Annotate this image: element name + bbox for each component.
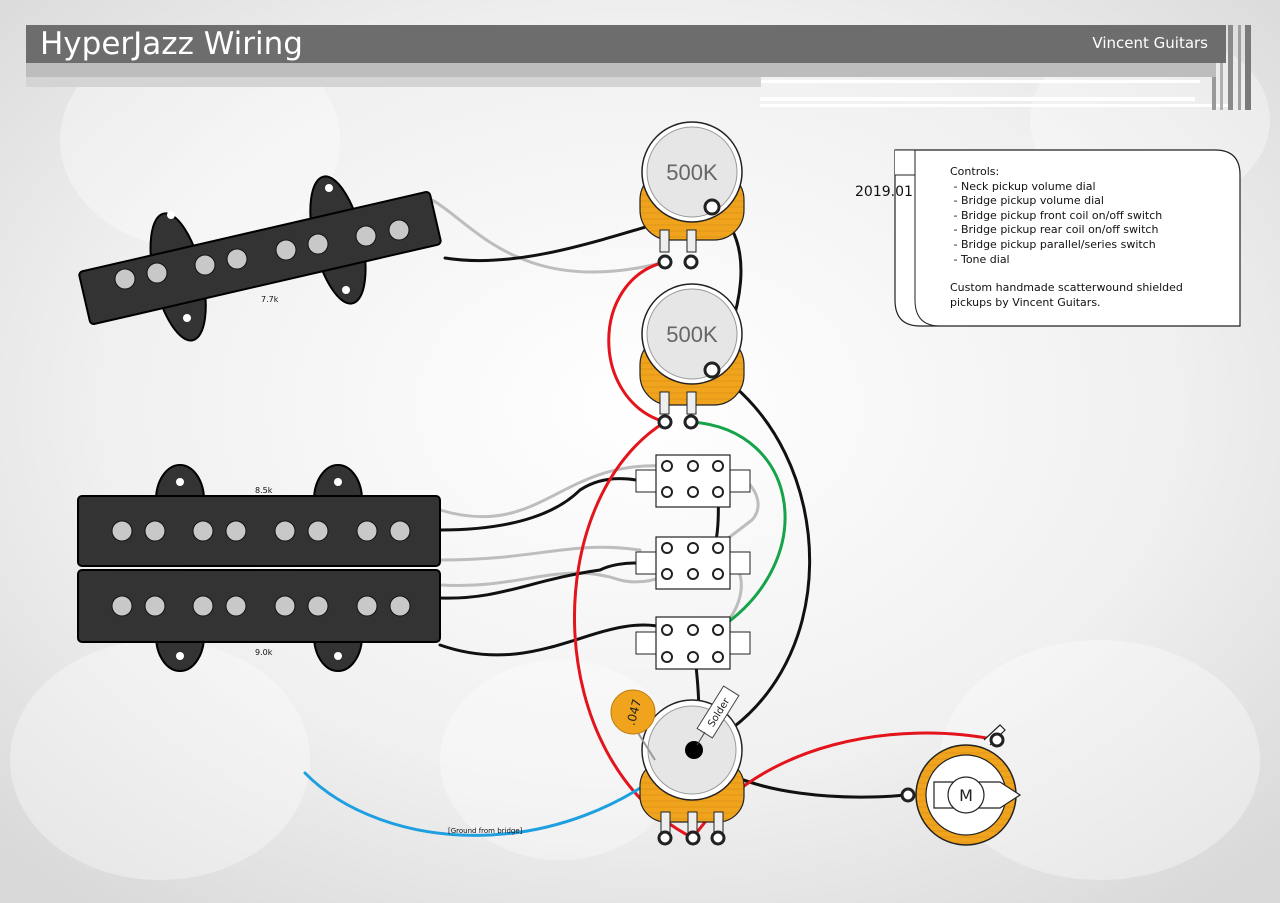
neck-pickup-poles bbox=[114, 219, 410, 290]
neck-pickup bbox=[78, 175, 442, 342]
volume-pot-bridge bbox=[639, 283, 745, 430]
wire-red bbox=[572, 420, 695, 840]
title-underline-2 bbox=[26, 77, 761, 87]
wire-black bbox=[438, 623, 669, 657]
note-line: pickups by Vincent Guitars. bbox=[950, 295, 1101, 309]
wire-black bbox=[693, 368, 812, 752]
wire-grey bbox=[438, 545, 642, 562]
title-underline bbox=[26, 63, 1216, 77]
page-title: HyperJazz Wiring bbox=[40, 26, 303, 62]
bridge-rear-resistance-label: 9.0k bbox=[255, 648, 273, 657]
neck-pickup-screws bbox=[167, 184, 350, 322]
brand-name: Vincent Guitars bbox=[1092, 34, 1208, 52]
bridge-pickup-rear bbox=[77, 569, 441, 672]
controls-item: - Neck pickup volume dial bbox=[950, 179, 1096, 193]
pot1-value: 500K bbox=[666, 160, 718, 185]
controls-item: - Bridge pickup front coil on/off switch bbox=[950, 208, 1163, 222]
volume-pot-neck bbox=[639, 121, 745, 270]
note-line: Custom handmade scatterwound shielded bbox=[950, 281, 1183, 295]
title-bar bbox=[26, 25, 1226, 63]
version-label: 2019.01 bbox=[855, 184, 913, 200]
jack-label: M bbox=[959, 786, 973, 805]
capacitor: .047 bbox=[610, 689, 656, 761]
switch-rear-coil bbox=[635, 536, 751, 590]
wire-grey bbox=[430, 198, 667, 274]
ground-solder-point bbox=[685, 741, 703, 759]
controls-item: - Bridge pickup parallel/series switch bbox=[950, 237, 1156, 251]
wire-red bbox=[607, 260, 667, 424]
info-text: Controls: - Neck pickup volume dial - Br… bbox=[950, 165, 1230, 310]
neck-resistance-label: 7.7k bbox=[261, 295, 279, 304]
controls-item: - Bridge pickup rear coil on/off switch bbox=[950, 223, 1159, 237]
capacitor-value: .047 bbox=[624, 698, 644, 727]
bridge-pickup-front bbox=[77, 464, 441, 567]
controls-heading: Controls: bbox=[950, 165, 1000, 178]
output-jack bbox=[900, 724, 1022, 846]
bridge-pickup-poles bbox=[111, 520, 411, 617]
wire-grey bbox=[438, 464, 667, 519]
bridge-front-resistance-label: 8.5k bbox=[255, 486, 273, 495]
controls-item: - Bridge pickup volume dial bbox=[950, 194, 1104, 208]
switch-front-coil bbox=[635, 454, 751, 508]
wire-green bbox=[690, 420, 787, 630]
wire-blue bbox=[303, 748, 692, 837]
ground-label: [Ground from bridge] bbox=[448, 827, 523, 835]
controls-item: - Tone dial bbox=[950, 252, 1010, 266]
switch-series-parallel bbox=[635, 616, 751, 670]
pot2-value: 500K bbox=[666, 322, 718, 347]
info-box-frame bbox=[894, 149, 1241, 327]
